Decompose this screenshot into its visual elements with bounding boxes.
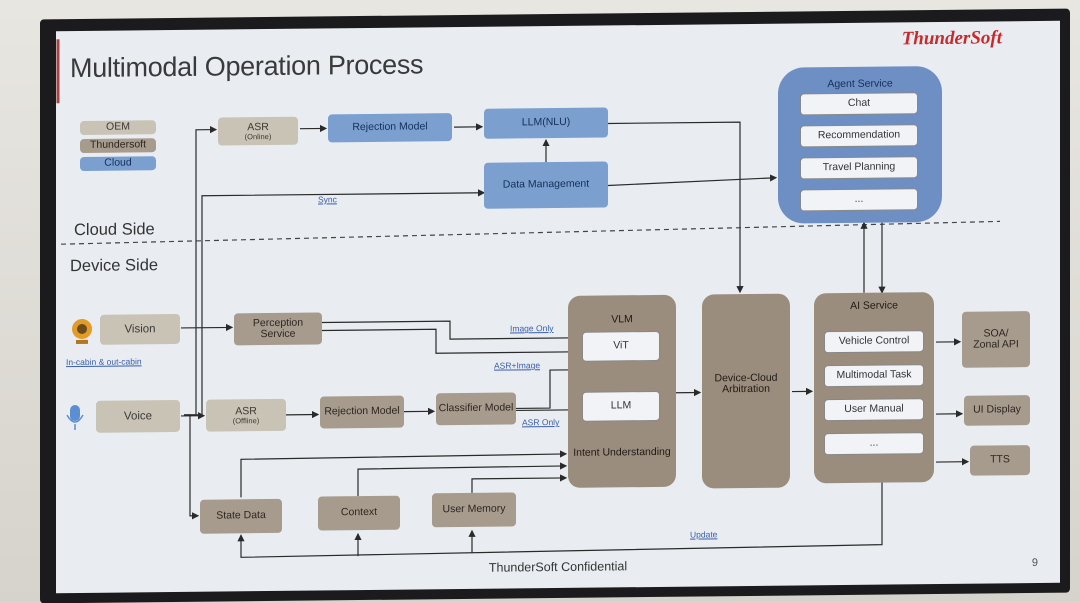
sync-link: Sync [318,194,337,204]
vit-box: ViT [582,331,660,362]
agent-item-travel: Travel Planning [800,156,918,179]
ui-display-box: UI Display [964,395,1030,426]
cloud-llm-nlu: LLM(NLU) [484,107,608,138]
microphone-icon [67,405,83,430]
asr-offline-box: ASR (Offline) [206,399,286,432]
device-rejection-model: Rejection Model [320,396,404,429]
ai-service-title: AI Service [814,298,934,315]
device-side-label: Device Side [70,256,158,276]
cloud-rejection-model: Rejection Model [328,113,452,142]
ai-item-more: ... [824,432,924,455]
context-box: Context [318,496,400,531]
state-data-box: State Data [200,499,282,534]
incabin-link: In-cabin & out-cabin [66,356,142,367]
cloud-side-label: Cloud Side [74,220,155,240]
intent-understanding-label: Intent Understanding [568,439,676,468]
legend-thundersoft: Thundersoft [80,138,156,153]
slide-title: Multimodal Operation Process [70,49,423,84]
image-only-link: Image Only [510,323,553,333]
legend-oem: OEM [80,120,156,135]
soa-zonal-api-box: SOA/ Zonal API [962,311,1030,368]
arbitration-label: Device-Cloud Arbitration [702,354,790,415]
ai-item-multimodal: Multimodal Task [824,364,924,387]
voice-box: Voice [96,400,180,433]
page-number: 9 [1032,557,1038,569]
device-llm-box: LLM [582,391,660,422]
asr-offline-sub: (Offline) [233,417,260,425]
thundersoft-logo: ThunderSoft [902,27,1002,50]
agent-item-more: ... [800,188,918,211]
agent-item-chat: Chat [800,92,918,115]
asr-image-link: ASR+Image [494,360,540,370]
data-management-box: Data Management [484,161,608,208]
vision-box: Vision [100,314,180,345]
vlm-title: VLM [568,313,676,328]
update-link: Update [690,529,717,539]
asr-online-sub: (Online) [245,133,272,141]
agent-item-recommendation: Recommendation [800,124,918,147]
slide: Multimodal Operation Process ThunderSoft… [56,21,1060,594]
user-memory-box: User Memory [432,492,516,527]
asr-only-link: ASR Only [522,417,559,427]
ai-item-vehicle-control: Vehicle Control [824,330,924,353]
asr-online-box: ASR (Online) [218,117,298,146]
perception-service-box: Perception Service [234,312,322,345]
camera-icon [72,319,92,344]
classifier-model-box: Classifier Model [436,392,516,425]
agent-service-title: Agent Service [827,78,892,90]
tts-box: TTS [970,445,1030,476]
ai-item-user-manual: User Manual [824,398,924,421]
legend-cloud: Cloud [80,156,156,171]
